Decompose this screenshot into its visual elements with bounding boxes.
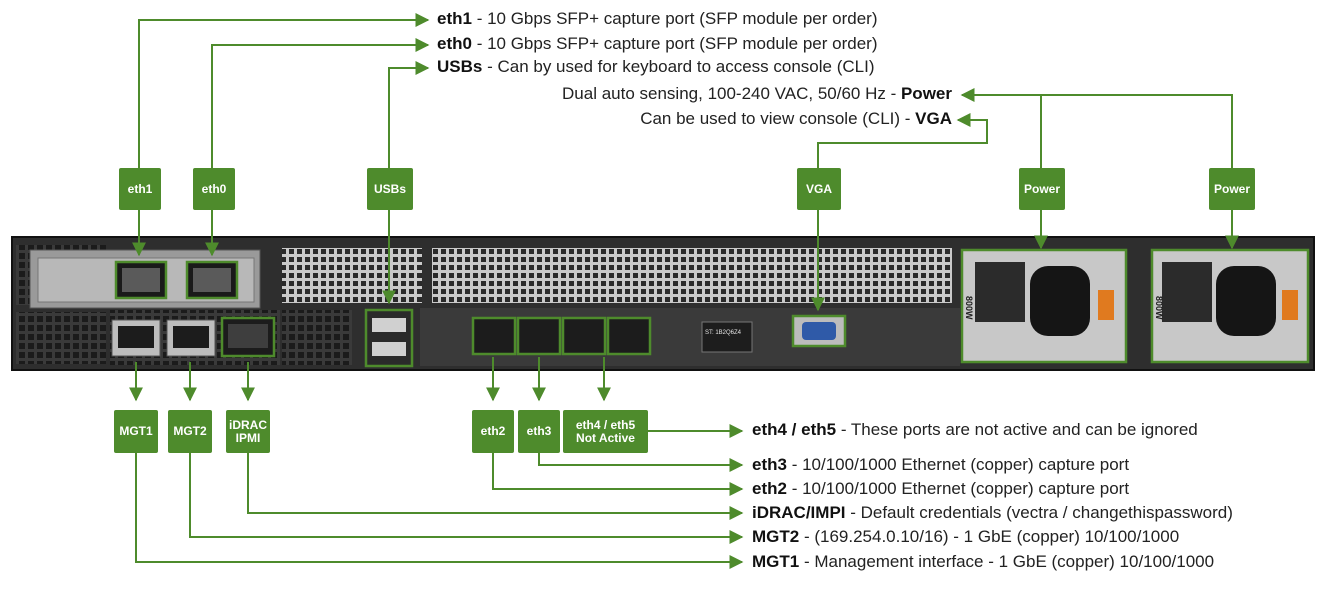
rj45-port-eth5	[606, 316, 652, 356]
desc-power-text: Dual auto sensing, 100-240 VAC, 50/60 Hz…	[562, 84, 901, 103]
desc-eth3: eth3 - 10/100/1000 Ethernet (copper) cap…	[752, 455, 1129, 475]
label-vga: VGA	[797, 168, 841, 210]
desc-usbs: USBs - Can by used for keyboard to acces…	[437, 57, 875, 77]
connector-vga-label	[817, 113, 988, 170]
desc-idrac-name: iDRAC/IMPI	[752, 503, 846, 522]
desc-mgt1-text: - Management interface - 1 GbE (copper) …	[799, 552, 1215, 571]
desc-mgt1-name: MGT1	[752, 552, 800, 571]
desc-mgt2: MGT2 - (169.254.0.10/16) - 1 GbE (copper…	[752, 527, 1179, 547]
connector-usbs-label	[388, 61, 430, 170]
label-idrac-line2: IPMI	[235, 430, 261, 445]
desc-eth2-text: - 10/100/1000 Ethernet (copper) capture …	[786, 479, 1130, 498]
label-eth45-not-active: eth4 / eth5 Not Active	[563, 410, 648, 453]
connector-idrac-label	[247, 453, 744, 520]
connector-mgt1-label	[135, 453, 744, 569]
desc-eth45: eth4 / eth5 - These ports are not active…	[752, 420, 1198, 440]
label-power-2: Power	[1209, 168, 1255, 210]
label-usbs: USBs	[367, 168, 413, 210]
desc-eth2: eth2 - 10/100/1000 Ethernet (copper) cap…	[752, 479, 1129, 499]
rj45-port-eth2	[471, 316, 517, 356]
rj45-port-eth3	[516, 316, 562, 356]
psu-1-label: 800W	[964, 296, 974, 320]
desc-mgt2-text: - (169.254.0.10/16) - 1 GbE (copper) 10/…	[799, 527, 1180, 546]
label-mgt2: MGT2	[168, 410, 212, 453]
label-eth0: eth0	[193, 168, 235, 210]
connector-eth3-label	[538, 453, 744, 472]
connector-power2-label	[1041, 94, 1233, 170]
desc-usbs-text: - Can by used for keyboard to access con…	[482, 57, 875, 76]
desc-eth1-text: - 10 Gbps SFP+ capture port (SFP module …	[471, 9, 878, 28]
connector-eth2-label	[492, 453, 744, 496]
label-eth45-line1: eth4 / eth5	[575, 417, 636, 432]
desc-eth0-text: - 10 Gbps SFP+ capture port (SFP module …	[471, 34, 878, 53]
label-idrac-line1: iDRAC	[229, 417, 267, 432]
desc-eth45-text: - These ports are not active and can be …	[836, 420, 1198, 439]
connector-eth0-label	[211, 38, 430, 170]
label-idrac-ipmi: iDRAC IPMI	[226, 410, 270, 453]
desc-idrac: iDRAC/IMPI - Default credentials (vectra…	[752, 503, 1233, 523]
desc-vga-name: VGA	[915, 109, 952, 128]
label-eth3: eth3	[518, 410, 560, 453]
psu-2-label: 800W	[1154, 296, 1164, 320]
desc-eth45-name: eth4 / eth5	[752, 420, 837, 439]
connector-power1-label	[960, 88, 1042, 170]
service-tag-text: ST: 1B2Q6Z4	[705, 330, 742, 336]
desc-eth1: eth1 - 10 Gbps SFP+ capture port (SFP mo…	[437, 9, 877, 29]
desc-idrac-text: - Default credentials (vectra / changeth…	[845, 503, 1233, 522]
label-eth45-line2: Not Active	[576, 430, 635, 445]
label-mgt1: MGT1	[114, 410, 158, 453]
desc-mgt1: MGT1 - Management interface - 1 GbE (cop…	[752, 552, 1214, 572]
label-power-1: Power	[1019, 168, 1065, 210]
service-tag	[701, 321, 753, 353]
connector-mgt2-label	[189, 453, 744, 544]
desc-eth0-name: eth0	[437, 34, 472, 53]
desc-eth1-name: eth1	[437, 9, 472, 28]
desc-vga-text: Can be used to view console (CLI) -	[640, 109, 916, 128]
desc-eth2-name: eth2	[752, 479, 787, 498]
label-eth1: eth1	[119, 168, 161, 210]
connector-eth1-label	[138, 13, 430, 170]
desc-power-name: Power	[900, 84, 952, 103]
desc-eth3-name: eth3	[752, 455, 787, 474]
desc-eth3-text: - 10/100/1000 Ethernet (copper) capture …	[786, 455, 1130, 474]
label-eth2: eth2	[472, 410, 514, 453]
desc-eth0: eth0 - 10 Gbps SFP+ capture port (SFP mo…	[437, 34, 877, 54]
desc-vga: Can be used to view console (CLI) - VGA	[640, 109, 952, 129]
desc-mgt2-name: MGT2	[752, 527, 800, 546]
rj45-port-eth4	[561, 316, 607, 356]
desc-usbs-name: USBs	[437, 57, 483, 76]
desc-power: Dual auto sensing, 100-240 VAC, 50/60 Hz…	[562, 84, 952, 104]
